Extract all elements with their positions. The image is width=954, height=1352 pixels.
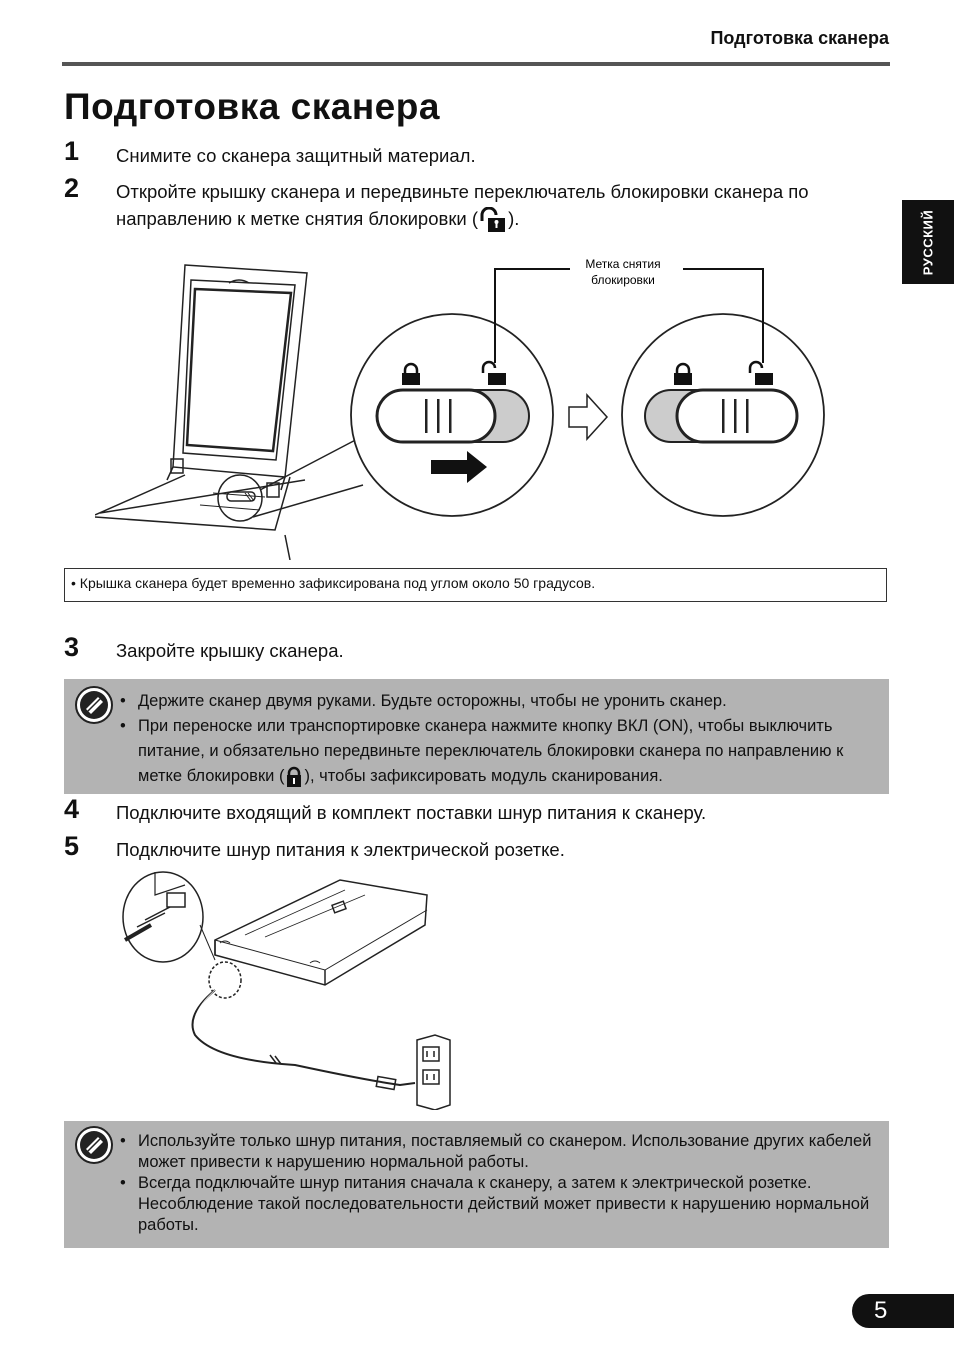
step-text-2-after: ).: [508, 208, 520, 229]
caution-box-2: Используйте только шнур питания, поставл…: [64, 1121, 889, 1248]
switch-detail-locked-circle: [350, 313, 554, 517]
lock-switch-illustration: Метка снятия блокировки: [95, 257, 825, 560]
unlock-icon: [480, 207, 506, 233]
step-text-5: Подключите шнур питания к электрической …: [116, 839, 565, 860]
lock-icon: [403, 362, 419, 375]
step-text-2-before: Откройте крышку сканера и передвиньте пе…: [116, 181, 809, 229]
language-tab: РУССКИЙ: [902, 200, 954, 284]
caution1-bullet1: Держите сканер двумя руками. Будьте осто…: [120, 689, 881, 714]
step-number-3: 3: [64, 632, 80, 662]
step-text-2: Откройте крышку сканера и передвиньте пе…: [116, 178, 896, 233]
step-text-4: Подключите входящий в комплект поставки …: [116, 802, 707, 823]
callout-label-line1: Метка снятия: [585, 257, 660, 271]
caution1-bullet2-before: При переноске или транспортировке сканер…: [138, 717, 844, 785]
unlock-icon: [481, 360, 497, 373]
step-number-5: 5: [64, 831, 80, 861]
caution-box-1: Держите сканер двумя руками. Будьте осто…: [64, 679, 889, 794]
page-number: 5: [852, 1294, 954, 1328]
step-number-1: 1: [64, 136, 80, 166]
scanner-lid-drawing: [95, 264, 366, 560]
callout-label-line2: блокировки: [591, 273, 655, 287]
language-tab-label: РУССКИЙ: [920, 209, 936, 275]
step-number-4: 4: [64, 794, 80, 824]
running-header: Подготовка сканера: [710, 28, 889, 48]
caution2-bullet2: Всегда подключайте шнур питания сначала …: [120, 1173, 881, 1236]
transition-arrow-icon: [568, 393, 609, 441]
step-text-1: Снимите со сканера защитный материал.: [116, 145, 476, 166]
switch-detail-unlocked-circle: [621, 313, 825, 517]
caution-icon: [75, 1126, 113, 1164]
header-rule: [62, 62, 890, 66]
power-cord-illustration: [122, 871, 451, 1110]
caution2-bullet1: Используйте только шнур питания, поставл…: [120, 1131, 881, 1173]
arrow-right-icon: [431, 451, 487, 483]
caution1-bullet2: При переноске или транспортировке сканер…: [120, 714, 881, 789]
unlock-icon: [748, 360, 764, 373]
note-text: • Крышка сканера будет временно зафиксир…: [71, 575, 596, 591]
caution-icon: [75, 686, 113, 724]
lock-icon: [675, 362, 691, 375]
step-text-3: Закройте крышку сканера.: [116, 640, 344, 661]
callout-leader-line: [494, 268, 764, 363]
note-box: • Крышка сканера будет временно зафиксир…: [64, 568, 887, 602]
step-number-2: 2: [64, 173, 80, 203]
caution1-bullet2-after: ), чтобы зафиксировать модуль сканирован…: [304, 767, 663, 785]
page-title: Подготовка сканера: [64, 86, 440, 127]
lock-icon: [287, 766, 302, 787]
